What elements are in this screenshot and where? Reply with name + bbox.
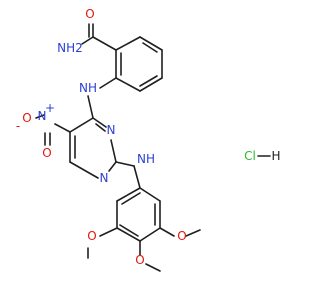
nitro-oxygen-left-label: O <box>22 111 31 125</box>
nitro-oxygen-bottom-label: O <box>42 146 51 160</box>
amide-nh2-label: NH2 <box>57 41 83 55</box>
amide-oxygen-label: O <box>85 7 94 21</box>
nitro-nitrogen-label: N <box>38 109 47 123</box>
hcl-hydrogen-label: H <box>271 149 280 163</box>
nitro-minus-charge: - <box>16 119 20 133</box>
atom-labels: O NH2 NH N + O - O N N NH Cl H O O O <box>16 7 281 267</box>
methoxy-oxygen-bottom-label: O <box>135 253 144 267</box>
pyrimidine-nitrogen-top-label: N <box>107 123 116 137</box>
methoxy-oxygen-left-label: O <box>87 229 96 243</box>
nitro-plus-charge: + <box>45 101 55 115</box>
molecule-diagram: O NH2 NH N + O - O N N NH Cl H O O O <box>16 7 281 272</box>
bond-lines <box>35 23 271 272</box>
amine-nh-bottom-label: NH <box>137 152 155 166</box>
amine-nh-top-label: NH <box>79 81 97 95</box>
pyrimidine-nitrogen-bottom-label: N <box>100 171 109 185</box>
methoxy-oxygen-right-label: O <box>177 229 186 243</box>
hcl-chlorine-label: Cl <box>244 149 256 163</box>
molecule-structure: O NH2 NH N + O - O N N NH Cl H O O O <box>16 7 281 272</box>
